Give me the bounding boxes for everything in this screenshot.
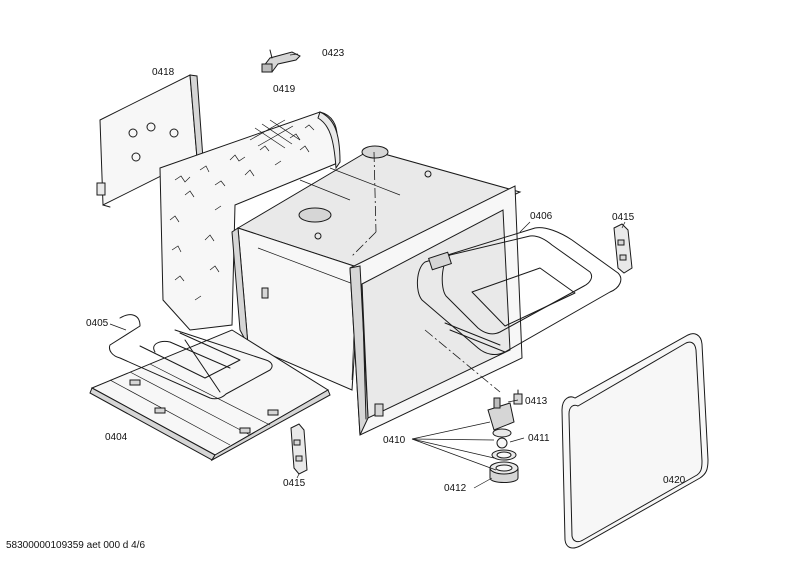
callout-0404: 0404 [105, 432, 128, 443]
rear-cover-panel [96, 74, 204, 208]
convection-fan-assembly [487, 397, 515, 438]
callout-0423: 0423 [322, 48, 345, 59]
bottom-heating-element [109, 314, 273, 400]
callout-0412: 0412 [444, 483, 467, 494]
fan-connector [513, 389, 523, 405]
callout-0413: 0413 [525, 396, 548, 407]
document-footer-code: 58300000109359 aet 000 d 4/6 [6, 540, 146, 551]
callout-0415-right: 0415 [612, 212, 635, 223]
callout-0418: 0418 [152, 67, 175, 78]
insulation-blanket [159, 111, 341, 331]
alignment-lines [351, 151, 501, 393]
callout-0420: 0420 [663, 475, 686, 486]
grill-heating-element [417, 227, 622, 356]
callout-labels: 0418 0423 0419 0406 0415 0405 0404 0415 … [86, 48, 686, 494]
callout-0411: 0411 [528, 433, 550, 444]
shelf-support-right [613, 223, 633, 274]
door-seal [561, 333, 709, 549]
ring-and-cap [489, 449, 519, 483]
leader-lines [109, 53, 626, 489]
callout-0410: 0410 [383, 435, 406, 446]
oven-cavity [231, 145, 522, 391]
callout-0415-left: 0415 [283, 478, 306, 489]
callout-0405: 0405 [86, 318, 109, 329]
callout-0419: 0419 [273, 84, 296, 95]
sensor-clip-part [261, 49, 301, 73]
callout-0406: 0406 [530, 211, 553, 222]
shelf-support-left [290, 423, 308, 475]
bearing-ball [496, 437, 508, 449]
